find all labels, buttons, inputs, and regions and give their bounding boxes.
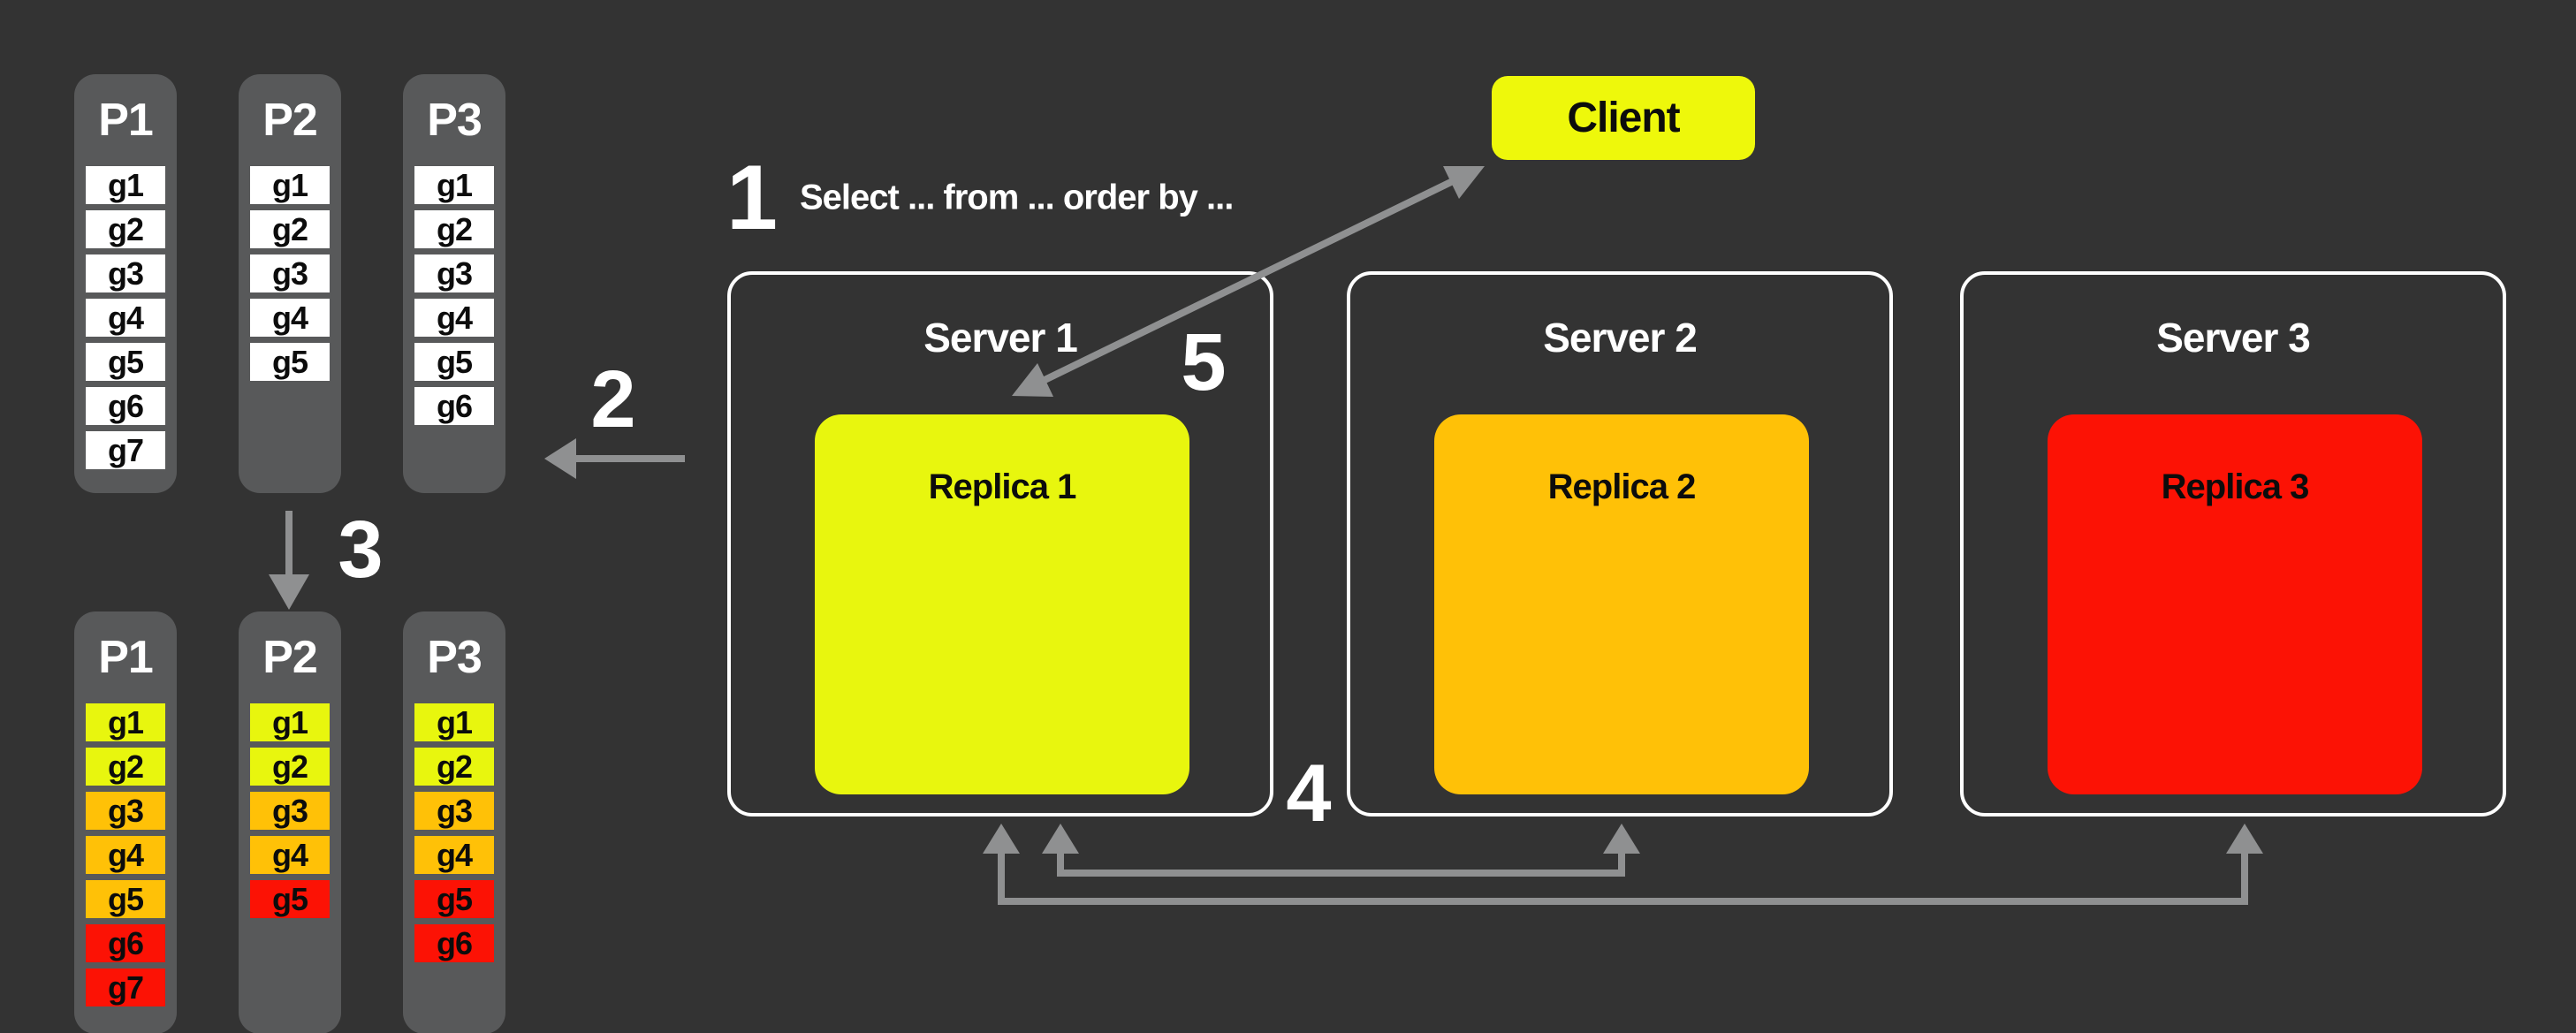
group-cell-g1: g1 bbox=[86, 703, 165, 741]
group-cell-g2: g2 bbox=[86, 748, 165, 786]
replica-2-box: Replica 2 bbox=[1434, 414, 1809, 794]
group-cell-g3: g3 bbox=[250, 254, 330, 292]
group-cell-g3: g3 bbox=[86, 254, 165, 292]
replica-3-box: Replica 3 bbox=[2048, 414, 2422, 794]
group-cell-g2: g2 bbox=[250, 210, 330, 248]
group-cell-g4: g4 bbox=[250, 299, 330, 337]
group-cell-g1: g1 bbox=[414, 166, 494, 204]
partition-cells: g1 g2 g3 g4 g5 g6 bbox=[414, 166, 494, 425]
group-cell-g6: g6 bbox=[414, 924, 494, 962]
group-cell-g4: g4 bbox=[250, 836, 330, 874]
group-cell-g7: g7 bbox=[86, 968, 165, 1006]
group-cell-g1: g1 bbox=[86, 166, 165, 204]
group-cell-g4: g4 bbox=[86, 299, 165, 337]
partition-column-after-p3: P3 g1 g2 g3 g4 g5 g6 bbox=[403, 611, 505, 1033]
group-cell-g3: g3 bbox=[414, 254, 494, 292]
group-cell-g5: g5 bbox=[414, 880, 494, 918]
server-2-title: Server 2 bbox=[1543, 315, 1698, 361]
server-3-title: Server 3 bbox=[2156, 315, 2311, 361]
step-2-number: 2 bbox=[590, 354, 636, 444]
partition-title: P1 bbox=[98, 95, 154, 146]
group-cell-g3: g3 bbox=[250, 792, 330, 830]
group-cell-g1: g1 bbox=[250, 166, 330, 204]
replica-3-label: Replica 3 bbox=[2161, 467, 2310, 506]
group-cell-g6: g6 bbox=[414, 387, 494, 425]
group-cell-g1: g1 bbox=[414, 703, 494, 741]
group-cell-g2: g2 bbox=[86, 210, 165, 248]
step-5-number: 5 bbox=[1181, 317, 1227, 407]
group-cell-g2: g2 bbox=[414, 748, 494, 786]
partition-column-before-p2: P2 g1 g2 g3 g4 g5 bbox=[239, 74, 341, 493]
partition-title: P1 bbox=[98, 632, 154, 683]
group-cell-g5: g5 bbox=[86, 880, 165, 918]
step-4-number: 4 bbox=[1286, 748, 1332, 839]
server-1-box: Server 1 Replica 1 bbox=[727, 271, 1273, 817]
server-2-box: Server 2 Replica 2 bbox=[1347, 271, 1893, 817]
group-cell-g5: g5 bbox=[414, 343, 494, 381]
group-cell-g3: g3 bbox=[414, 792, 494, 830]
partition-group-sorted: P1 g1 g2 g3 g4 g5 g6 g7 P2 g1 g2 g3 g4 g5 P3 g1 g2 g3 g4 g5… bbox=[74, 611, 505, 1033]
partition-cells: g1 g2 g3 g4 g5 bbox=[250, 166, 330, 381]
client-box: Client bbox=[1492, 76, 1755, 160]
group-cell-g2: g2 bbox=[414, 210, 494, 248]
replica-1-box: Replica 1 bbox=[815, 414, 1189, 794]
group-cell-g5: g5 bbox=[250, 880, 330, 918]
group-cell-g5: g5 bbox=[86, 343, 165, 381]
group-cell-g4: g4 bbox=[86, 836, 165, 874]
partition-column-before-p1: P1 g1 g2 g3 g4 g5 g6 g7 bbox=[74, 74, 177, 493]
step3-down-arrow-icon bbox=[269, 511, 309, 610]
group-cell-g6: g6 bbox=[86, 924, 165, 962]
partition-title: P3 bbox=[427, 632, 483, 683]
partition-column-after-p2: P2 g1 g2 g3 g4 g5 bbox=[239, 611, 341, 1033]
partition-title: P2 bbox=[262, 632, 318, 683]
partition-cells: g1 g2 g3 g4 g5 g6 bbox=[414, 703, 494, 962]
step-3-number: 3 bbox=[338, 505, 384, 595]
query-text: Select ... from ... order by ... bbox=[800, 178, 1234, 217]
group-cell-g4: g4 bbox=[414, 836, 494, 874]
replica-1-label: Replica 1 bbox=[928, 467, 1077, 506]
group-cell-g2: g2 bbox=[250, 748, 330, 786]
partition-cells: g1 g2 g3 g4 g5 g6 g7 bbox=[86, 703, 165, 1006]
partition-cells: g1 g2 g3 g4 g5 g6 g7 bbox=[86, 166, 165, 469]
partition-title: P3 bbox=[427, 95, 483, 146]
group-cell-g3: g3 bbox=[86, 792, 165, 830]
group-cell-g4: g4 bbox=[414, 299, 494, 337]
partition-cells: g1 g2 g3 g4 g5 bbox=[250, 703, 330, 918]
partition-column-before-p3: P3 g1 g2 g3 g4 g5 g6 bbox=[403, 74, 505, 493]
partition-column-after-p1: P1 g1 g2 g3 g4 g5 g6 g7 bbox=[74, 611, 177, 1033]
partition-group-unsorted: P1 g1 g2 g3 g4 g5 g6 g7 P2 g1 g2 g3 g4 g5 P3 g1 g2 g3 g4 g5… bbox=[74, 74, 505, 493]
group-cell-g5: g5 bbox=[250, 343, 330, 381]
replication-arrow-server1-server2-icon bbox=[1042, 824, 1640, 877]
group-cell-g1: g1 bbox=[250, 703, 330, 741]
group-cell-g6: g6 bbox=[86, 387, 165, 425]
replication-arrow-server1-server3-icon bbox=[983, 824, 2263, 905]
replica-2-label: Replica 2 bbox=[1547, 467, 1697, 506]
step-1-number: 1 bbox=[726, 147, 778, 249]
server-3-box: Server 3 Replica 3 bbox=[1960, 271, 2506, 817]
group-cell-g7: g7 bbox=[86, 431, 165, 469]
partition-title: P2 bbox=[262, 95, 318, 146]
